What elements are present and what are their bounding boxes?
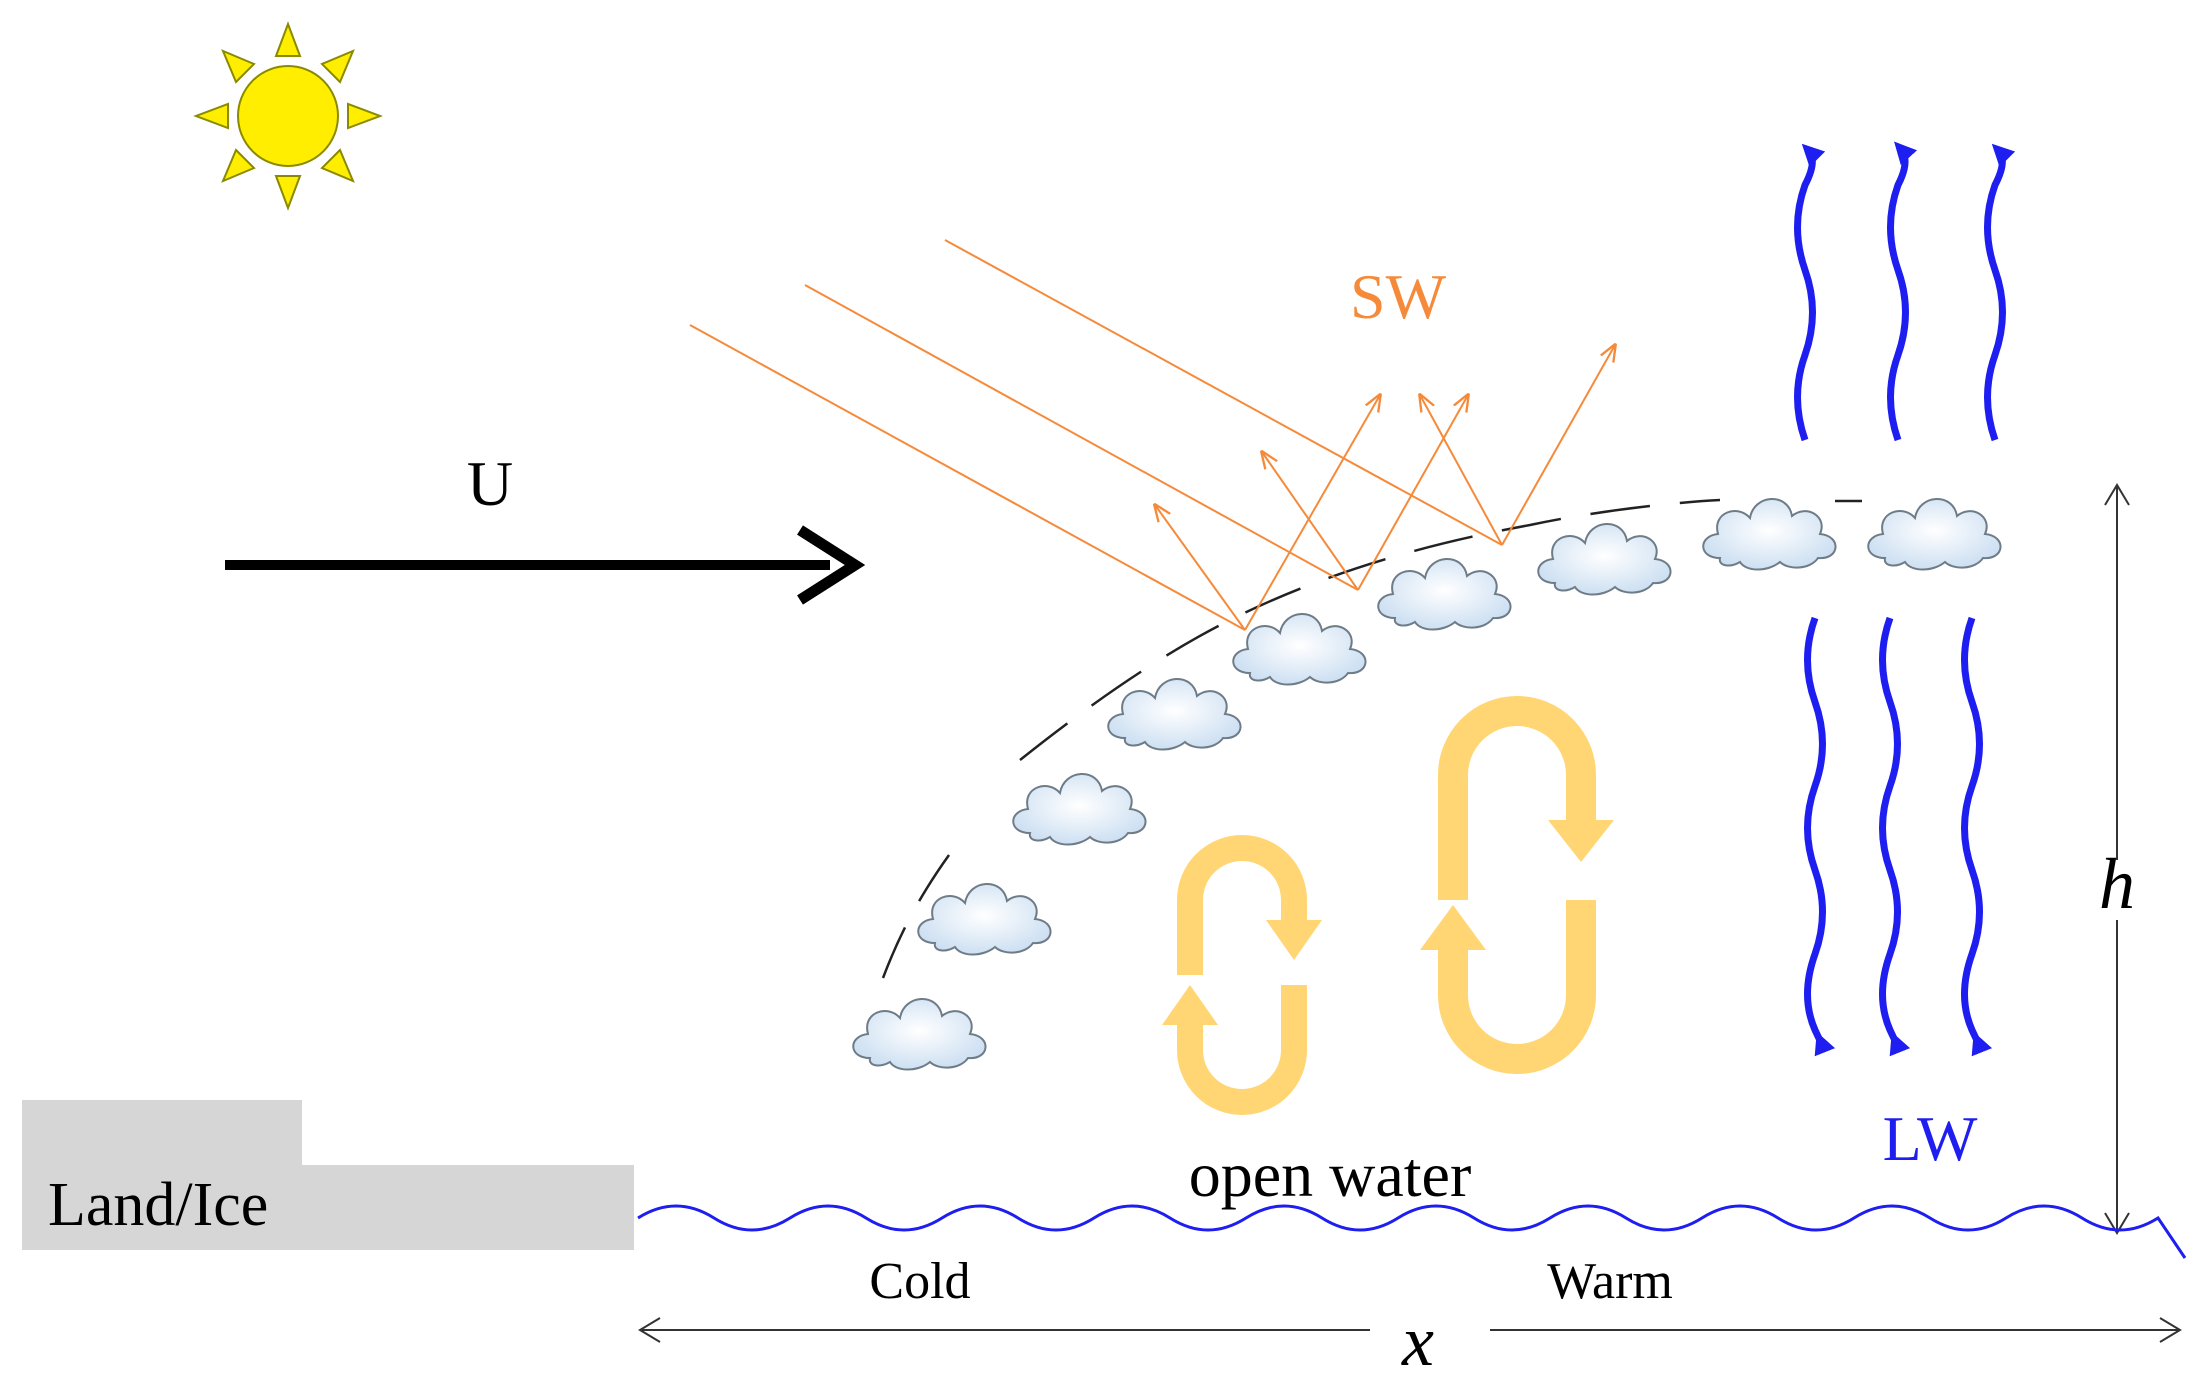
circulation-loop-icon [1420,696,1614,1074]
cloud-icon [917,882,1052,956]
wind-arrow [225,525,866,605]
circulation-loop-icon [1162,835,1322,1115]
land-ice-label: Land/Ice [48,1171,268,1239]
cloud-icon [1377,557,1512,631]
land-ice-block [22,1100,634,1250]
cloud-icon [1012,772,1147,846]
distance-label: x [1401,1301,1434,1379]
longwave-radiation [1794,141,2016,1057]
boundary-layer-top [881,498,1862,979]
cold-label: Cold [869,1253,970,1310]
longwave-label: LW [1883,1103,1978,1174]
height-label: h [2099,844,2135,924]
height-arrow [2104,483,2130,1235]
sun-icon [193,21,383,211]
wind-label: U [467,448,513,519]
open-water-label: open water [1189,1139,1472,1210]
shortwave-radiation [689,239,1615,631]
warm-label: Warm [1547,1253,1673,1310]
cloud-icon [1537,522,1672,596]
cloud-icon [1867,497,2002,571]
clouds [852,497,2002,1071]
cloud-icon [1702,497,1837,571]
shortwave-label: SW [1350,261,1447,332]
cloud-icon [1107,677,1242,751]
cloud-icon [1232,612,1367,686]
water-surface [637,1204,2187,1259]
cloud-icon [852,997,987,1071]
distance-arrow [638,1317,2182,1343]
